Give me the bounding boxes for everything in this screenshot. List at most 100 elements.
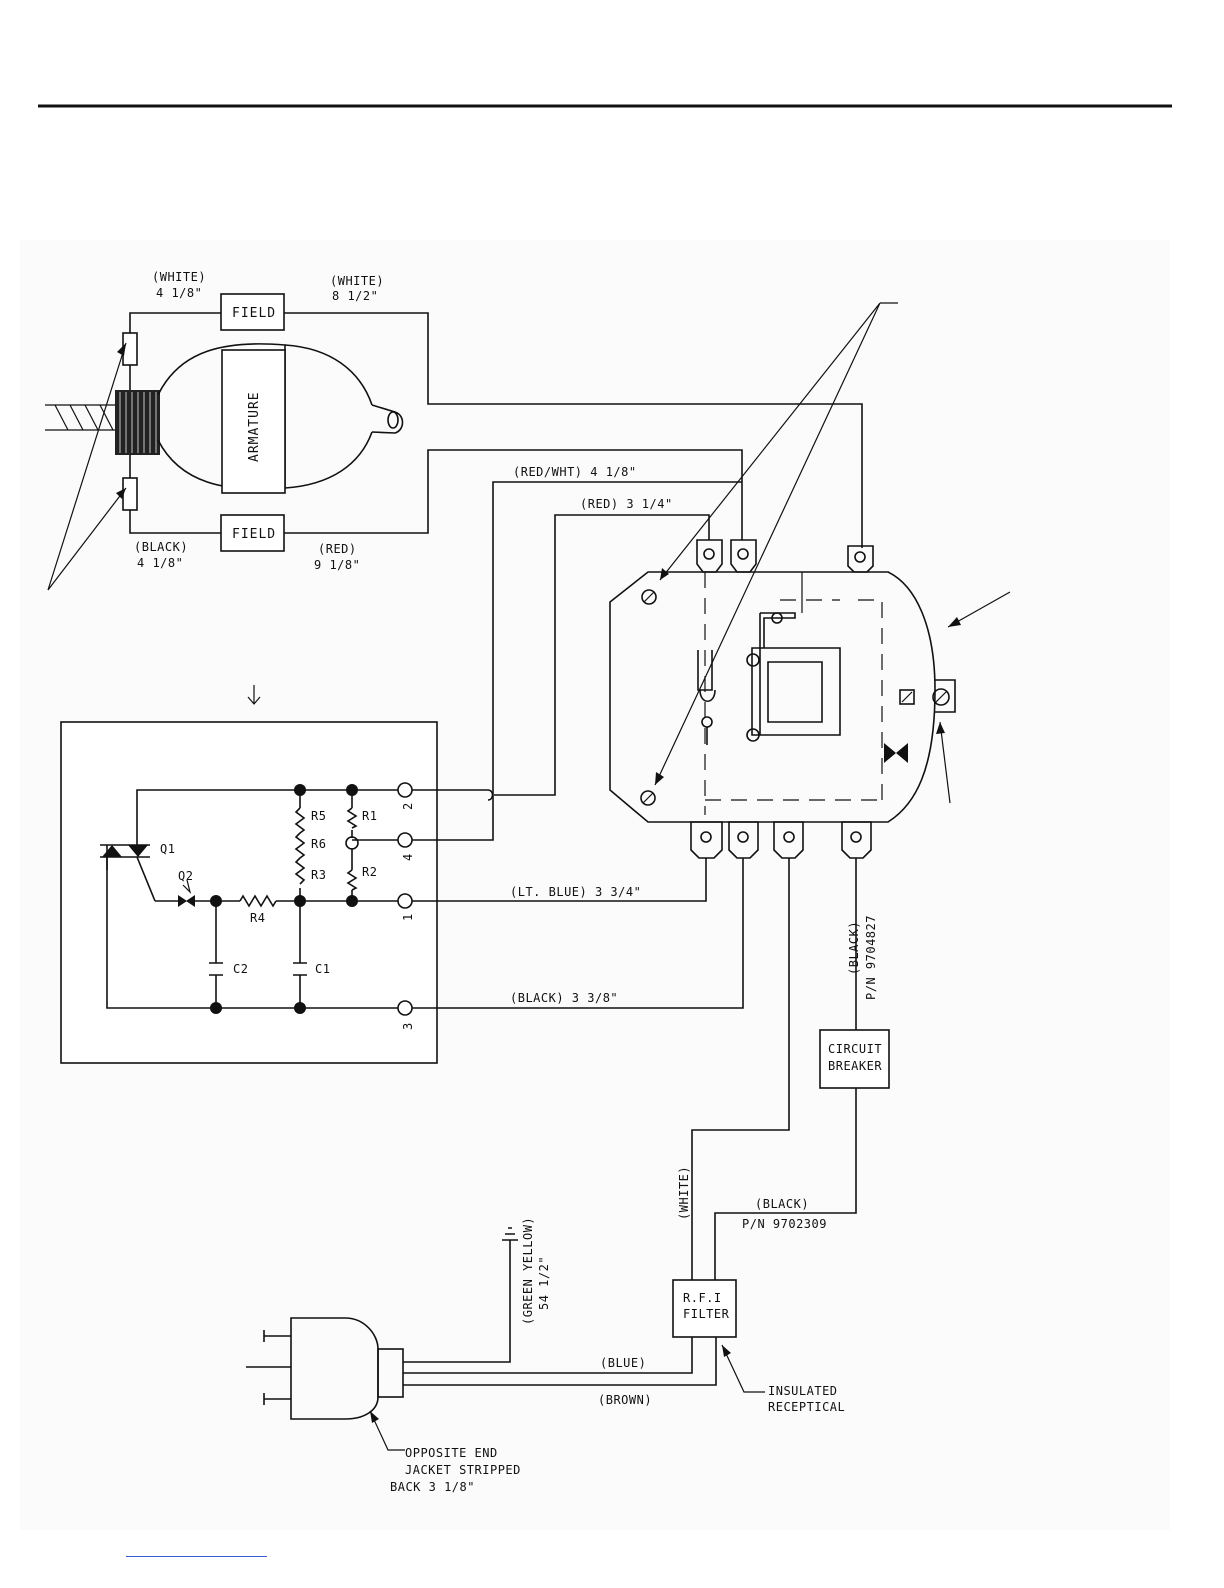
filter-label: FILTER [683,1307,730,1321]
wire-red-field [284,449,743,540]
screw-callout-arrows [654,302,898,786]
r6-label: R6 [311,837,326,851]
label-len-9-18: 9 1/8" [314,558,360,572]
brush-top [122,332,138,366]
r2-label: R2 [362,865,377,879]
label-len-54-12: 54 1/2" [537,1256,551,1310]
wire-lt-blue [412,858,707,902]
speed-control-board: 2 4 1 3 Q1 Q2 R4 R5 R6 R3 R1 R2 C2 C1 [60,685,438,1064]
rfi-label: R.F.I [683,1291,722,1305]
insulated-label: INSULATED [768,1384,838,1398]
switch-internal-outline [704,572,883,815]
field-bottom-label: FIELD [232,527,276,542]
wire-brown [403,1337,717,1386]
wire-white-field [284,312,863,548]
bowtie-symbol-icon [884,743,908,763]
label-ltblue: (LT. BLUE) 3 3/4" [510,885,641,899]
ground-symbol-icon [502,1227,518,1241]
label-white-vertical: (WHITE) [677,1166,691,1220]
r4-label: R4 [250,911,265,925]
circuit-breaker [819,1029,890,1089]
label-len-4-18-top: 4 1/8" [156,286,202,300]
label-white-top-left: (WHITE) [152,270,206,284]
terminal-1-label: 1 [401,913,415,921]
field-coil-top [220,293,285,331]
label-black-lower: (BLACK) [755,1197,809,1211]
label-black-left: (BLACK) [134,540,188,554]
receptical-label: RECEPTICAL [768,1400,845,1414]
label-redwht: (RED/WHT) 4 1/8" [513,465,637,479]
label-white-top-right: (WHITE) [330,274,384,288]
resistor-r1 [346,807,358,829]
armature-label: ARMATURE [247,391,262,462]
switch-assembly [609,302,1011,859]
trigger-mechanism [697,572,841,745]
board-callout-arrow [247,685,261,705]
switch-terminals-top [696,539,874,573]
wire-black-brush [129,510,221,534]
triac-q1 [100,844,156,902]
label-pn-9704827: P/N 9704827 [864,915,878,1000]
wire-green-yellow [403,1240,511,1363]
resistor-r4 [239,894,277,908]
square-indicator-icon [899,689,915,705]
board-switch-wiring: (RED/WHT) 4 1/8" (RED) 3 1/4" (LT. BLUE)… [412,465,744,1009]
opposite-label-3: BACK 3 1/8" [390,1480,475,1494]
label-red: (RED) 3 1/4" [580,497,673,511]
label-len-8-12: 8 1/2" [332,289,378,303]
capacitor-c2 [209,962,223,976]
switch-body [609,571,936,823]
label-brown: (BROWN) [598,1393,652,1407]
label-blue: (BLUE) [600,1356,646,1370]
plug-callout [369,1410,405,1451]
q2-label: Q2 [178,869,193,883]
terminal-3-label: 3 [401,1022,415,1030]
diac-q2 [178,879,195,907]
r6-wiper [345,836,359,850]
screw-top-icon [641,589,657,605]
wire-black-9702309 [714,1088,857,1280]
r3-label: R3 [311,868,326,882]
label-black-3-38: (BLACK) 3 3/8" [510,991,618,1005]
brush-bottom [122,477,138,511]
label-pn-9702309: P/N 9702309 [742,1217,827,1231]
mounting-tab [935,679,956,713]
terminal-2-label: 2 [401,802,415,810]
circuit-label: CIRCUIT [828,1042,882,1056]
screw-bottom-icon [640,790,656,806]
capacitor-c1 [293,962,307,976]
switch-terminals-bottom [690,821,872,859]
wire-white-switch [691,858,790,1280]
r1-label: R1 [362,809,377,823]
terminal-4-label: 4 [401,853,415,861]
armature-box [221,349,286,494]
wire-red-wht [412,481,742,841]
tab-callout-arrow [939,721,951,804]
r5-label: R5 [311,809,326,823]
field-top-label: FIELD [232,306,276,321]
breaker-label: BREAKER [828,1059,882,1073]
rfi-filter [672,1279,737,1338]
label-len-4-18-bottom: 4 1/8" [137,556,183,570]
receptical-callout [721,1344,765,1393]
resistor-r5-r6-r3 [294,807,306,885]
label-black-vertical: (BLACK) [847,921,861,975]
plug-icon [246,1317,404,1420]
resistor-r2 [346,869,358,891]
wire-white-brush [129,312,221,333]
footer-link-underline[interactable] [126,1556,267,1557]
label-red-bottom: (RED) [318,542,357,556]
motor-assembly: ARMATURE FIELD FIELD (WHITE) 4 1/8" (WHI… [45,270,863,591]
board-outline [60,721,438,1064]
c1-label: C1 [315,962,330,976]
q1-label: Q1 [160,842,175,856]
c2-label: C2 [233,962,248,976]
wire-black-3-38 [412,858,744,1009]
power-cord-section: (BLACK) P/N 9704827 CIRCUIT BREAKER (BLA… [246,858,890,1494]
wire-blue [403,1337,693,1374]
opposite-label-2: JACKET STRIPPED [405,1463,521,1477]
opposite-label-1: OPPOSITE END [405,1446,498,1460]
tab-screw-icon [932,688,950,706]
